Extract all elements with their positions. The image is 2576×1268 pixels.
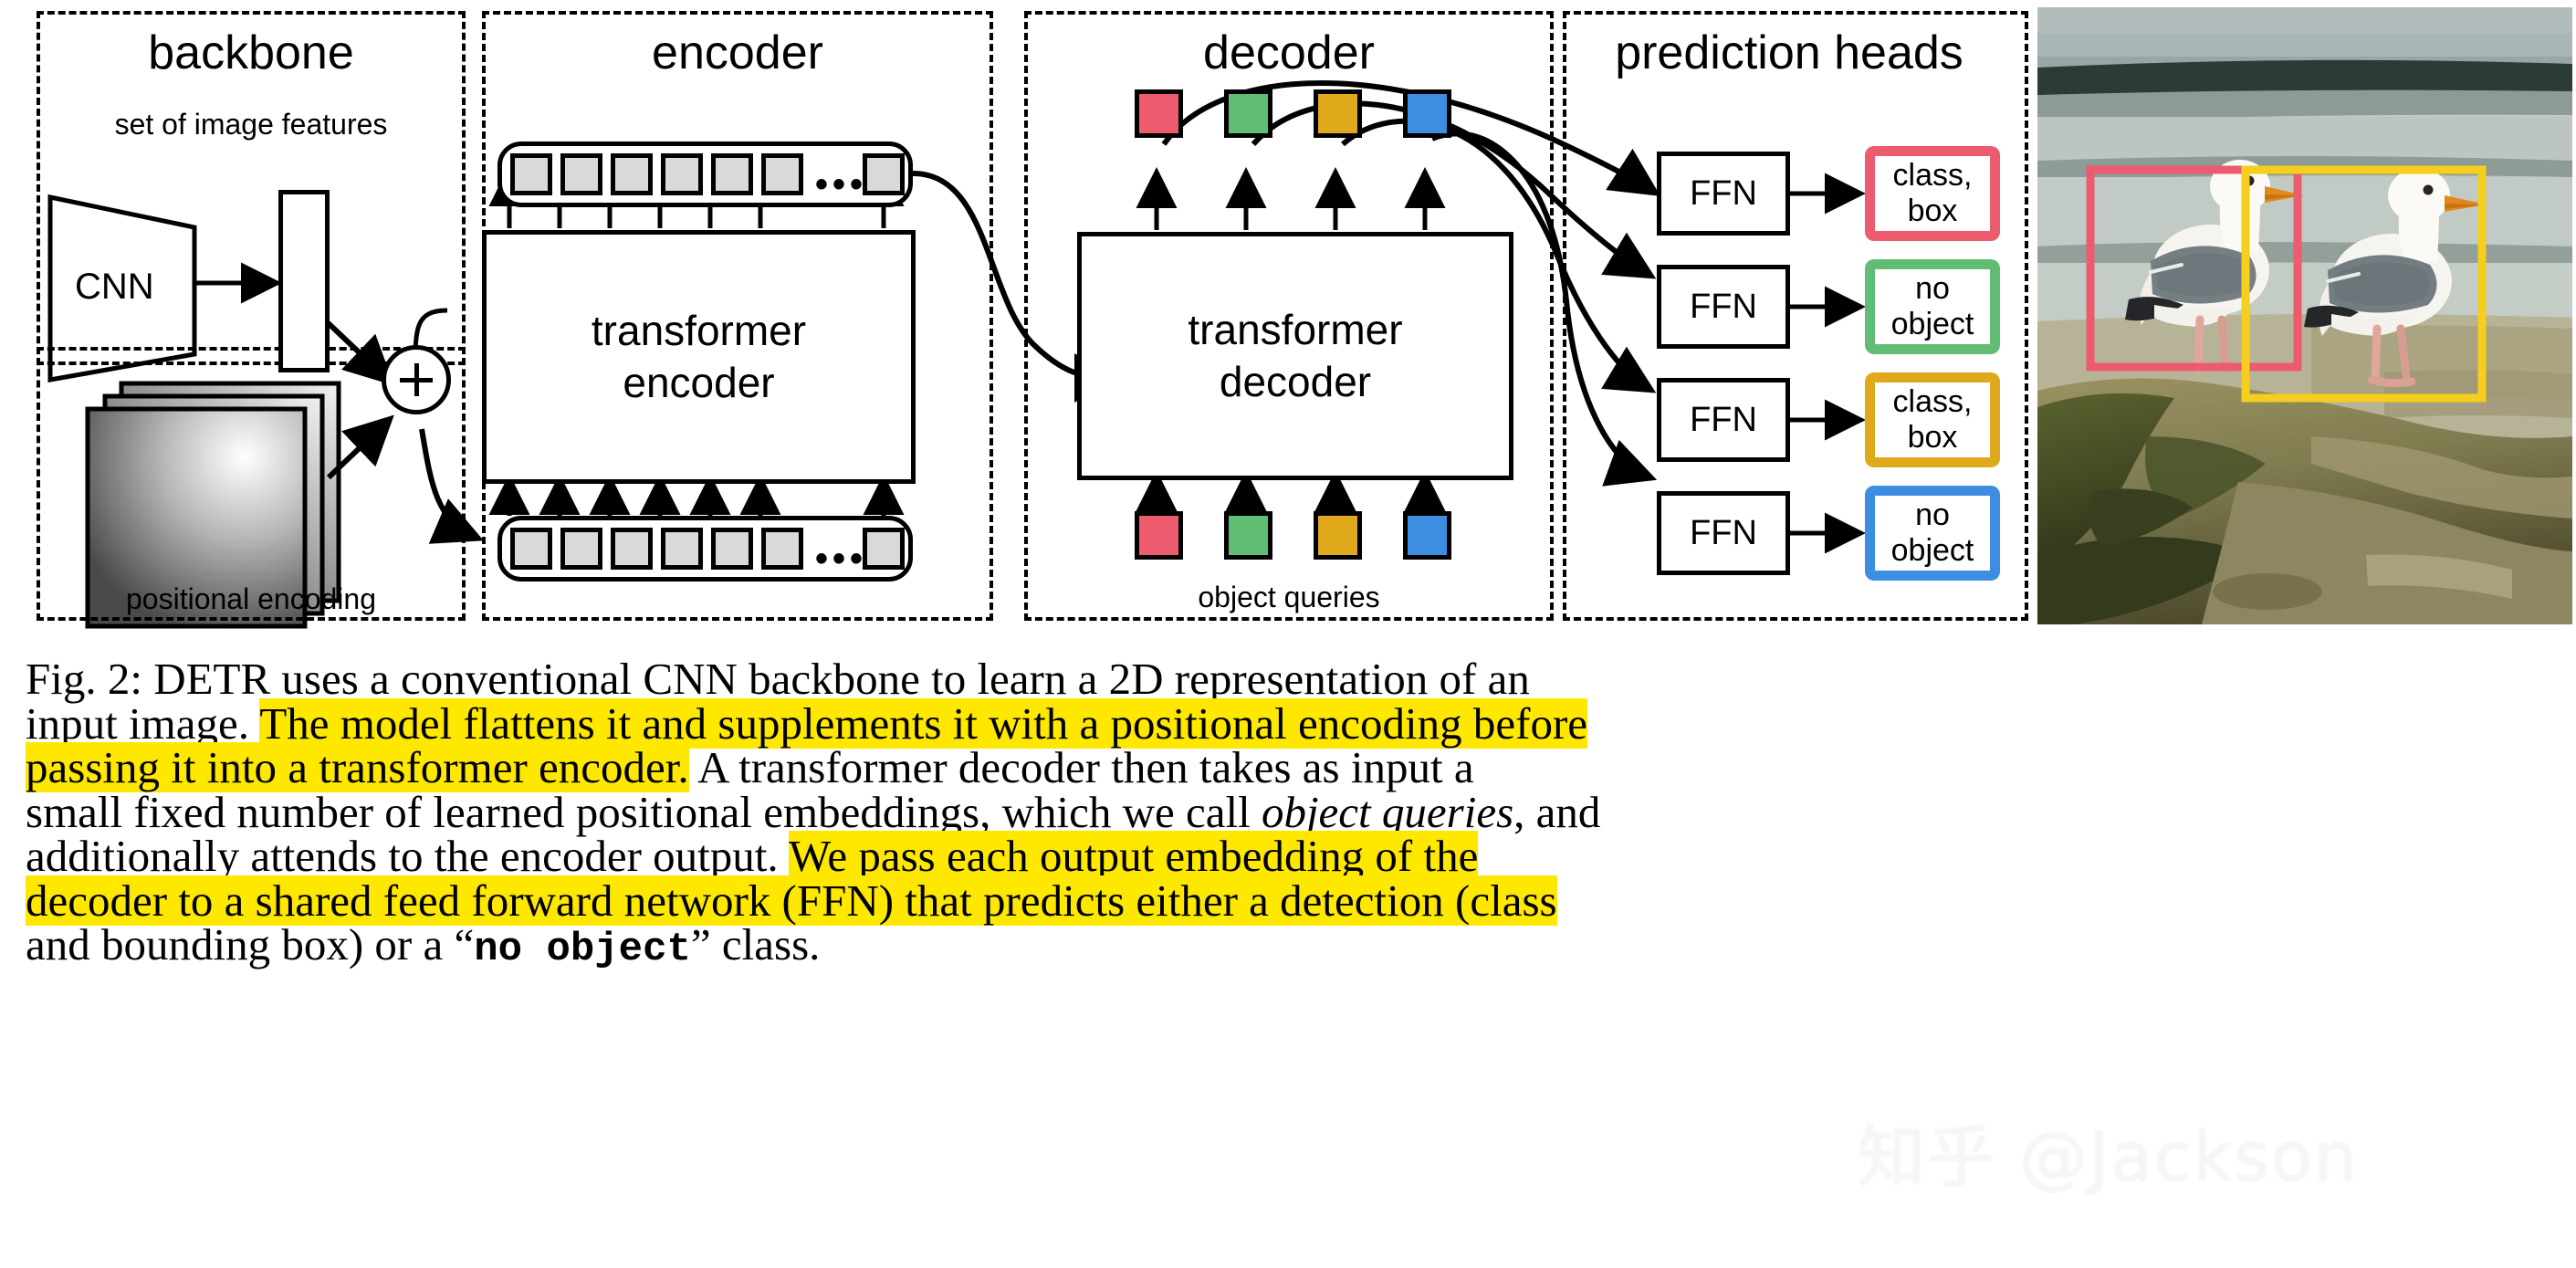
figure-connectors: [47, 80, 1867, 629]
caption-line: input image. The model flattens it and s…: [26, 697, 2554, 749]
sum-node: [382, 345, 451, 414]
prediction-output-2: no object: [1865, 259, 2000, 354]
caption-line: passing it into a transformer encoder. A…: [26, 742, 2554, 792]
transformer-encoder-box: transformer encoder: [482, 230, 916, 484]
prediction-output-2-line2: object: [1890, 307, 1974, 341]
caption-text: Fig. 2: DETR uses a conventional CNN bac…: [26, 654, 1530, 704]
positional-token: [661, 528, 703, 570]
figure-caption: Fig. 2: DETR uses a conventional CNN bac…: [26, 654, 2554, 971]
caption-text: and bounding box) or a “: [26, 919, 475, 969]
prediction-output-1: class, box: [1865, 146, 2000, 241]
ffn-box-1: FFN: [1657, 152, 1790, 236]
encoder-token: [711, 153, 753, 195]
prediction-output-1-line1: class,: [1892, 157, 1973, 193]
prediction-output-3: class, box: [1865, 372, 2000, 467]
caption-text: input image.: [26, 697, 260, 749]
caption-line: small fixed number of learned positional…: [26, 790, 2554, 835]
object-query-green: [1224, 511, 1272, 560]
positional-encoding-label: positional encoding: [126, 582, 376, 615]
watermark: 知乎 @Jackson: [1858, 1118, 2359, 1197]
prediction-output-4-line1: no: [1915, 497, 1950, 532]
caption-text: small fixed number of learned positional…: [26, 786, 1262, 837]
transformer-encoder-line2: encoder: [623, 359, 775, 406]
ffn-box-4: FFN: [1657, 491, 1790, 575]
seagull-scene: [2037, 7, 2572, 624]
caption-highlight: The model flattens it and supplements it…: [259, 697, 1588, 749]
panel-backbone-title: backbone: [148, 26, 354, 79]
positional-token: [560, 528, 602, 570]
output-embedding-green: [1224, 89, 1272, 138]
output-embedding-red: [1135, 89, 1183, 138]
prediction-output-3-line2: box: [1907, 420, 1958, 455]
transformer-encoder-line1: transformer: [591, 306, 807, 354]
caption-text: additionally attends to the encoder outp…: [26, 831, 789, 881]
output-embedding-yellow: [1314, 89, 1362, 138]
cnn-trapezoid: [47, 194, 197, 382]
ffn-label: FFN: [1690, 287, 1757, 326]
caption-text: , and: [1513, 786, 1601, 837]
panel-encoder-title: encoder: [652, 26, 823, 79]
positional-token: [510, 528, 552, 570]
encoder-token: [560, 153, 602, 195]
panel-positional-encoding: [37, 347, 466, 621]
caption-text: A transformer decoder then takes as inpu…: [688, 742, 1474, 792]
panel-decoder: [1024, 11, 1554, 621]
transformer-decoder-line1: transformer: [1188, 305, 1403, 353]
positional-token: [863, 528, 905, 570]
caption-line: decoder to a shared feed forward network…: [26, 875, 2554, 926]
positional-token: [761, 528, 803, 570]
caption-text: object queries: [1261, 786, 1514, 837]
encoder-token: [661, 153, 703, 195]
prediction-output-1-line2: box: [1907, 194, 1958, 228]
caption-line: additionally attends to the encoder outp…: [26, 831, 2554, 881]
seagull-right: [2304, 168, 2487, 388]
caption-highlight: We pass each output embedding of the: [789, 831, 1479, 881]
caption-line: Fig. 2: DETR uses a conventional CNN bac…: [26, 654, 2554, 704]
object-query-blue: [1403, 511, 1451, 560]
flattened-feature-bar: [278, 190, 330, 372]
prediction-output-3-line1: class,: [1892, 383, 1973, 419]
ffn-box-2: FFN: [1657, 265, 1790, 349]
panel-decoder-title: decoder: [1203, 26, 1375, 79]
panel-prediction-heads-title: prediction heads: [1615, 26, 1963, 79]
caption-text: no object: [474, 927, 691, 972]
ffn-label: FFN: [1690, 173, 1757, 213]
ffn-label: FFN: [1690, 513, 1757, 552]
prediction-output-2-line1: no: [1915, 270, 1950, 306]
prediction-output-4: no object: [1865, 486, 2000, 581]
set-of-image-features-label: set of image features: [114, 108, 388, 141]
positional-token: [711, 528, 753, 570]
caption-highlight: passing it into a transformer encoder.: [26, 742, 689, 792]
bbox-red: [2086, 165, 2302, 372]
detr-architecture-figure: backbone set of image features CNN posit…: [37, 7, 2572, 629]
transformer-decoder-line2: decoder: [1219, 358, 1372, 405]
object-queries-label: object queries: [1198, 581, 1380, 613]
panel-prediction-heads: [1563, 11, 2028, 621]
cnn-label: CNN: [75, 267, 154, 307]
positional-ellipsis: •••: [815, 539, 868, 579]
positional-token: [611, 528, 653, 570]
output-embedding-blue: [1403, 89, 1451, 138]
detection-example-photo: [2037, 7, 2572, 624]
object-query-yellow: [1314, 511, 1362, 560]
object-query-red: [1135, 511, 1183, 560]
encoder-token: [761, 153, 803, 195]
ffn-label: FFN: [1690, 400, 1757, 439]
caption-line: and bounding box) or a “no object” class…: [26, 922, 2554, 971]
caption-highlight: decoder to a shared feed forward network…: [26, 875, 1557, 926]
encoder-ellipsis: •••: [815, 164, 868, 204]
panel-backbone: [37, 11, 466, 365]
bbox-yellow: [2241, 165, 2487, 403]
encoder-token: [863, 153, 905, 195]
prediction-output-4-line2: object: [1890, 533, 1974, 568]
caption-text: ” class.: [690, 919, 821, 969]
encoder-token: [510, 153, 552, 195]
ffn-box-3: FFN: [1657, 378, 1790, 462]
seagull-left: [2125, 160, 2304, 375]
positional-sheet-front: [85, 406, 308, 629]
transformer-decoder-box: transformer decoder: [1077, 232, 1513, 480]
encoder-token: [611, 153, 653, 195]
